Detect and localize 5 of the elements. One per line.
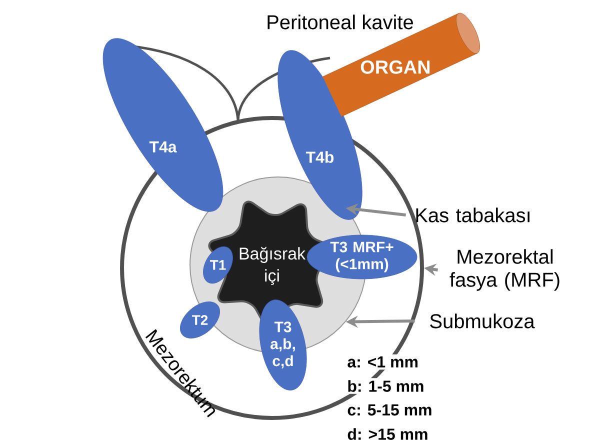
legend-text: a: <1 mm — [345, 354, 420, 370]
layer-label: Submukoza — [430, 314, 535, 328]
legend-text: d: >15 mm — [345, 426, 430, 442]
legend-text: b: 1-5 mm — [345, 378, 426, 394]
layer-label: Mezorektal fasya (MRF) — [450, 249, 560, 291]
